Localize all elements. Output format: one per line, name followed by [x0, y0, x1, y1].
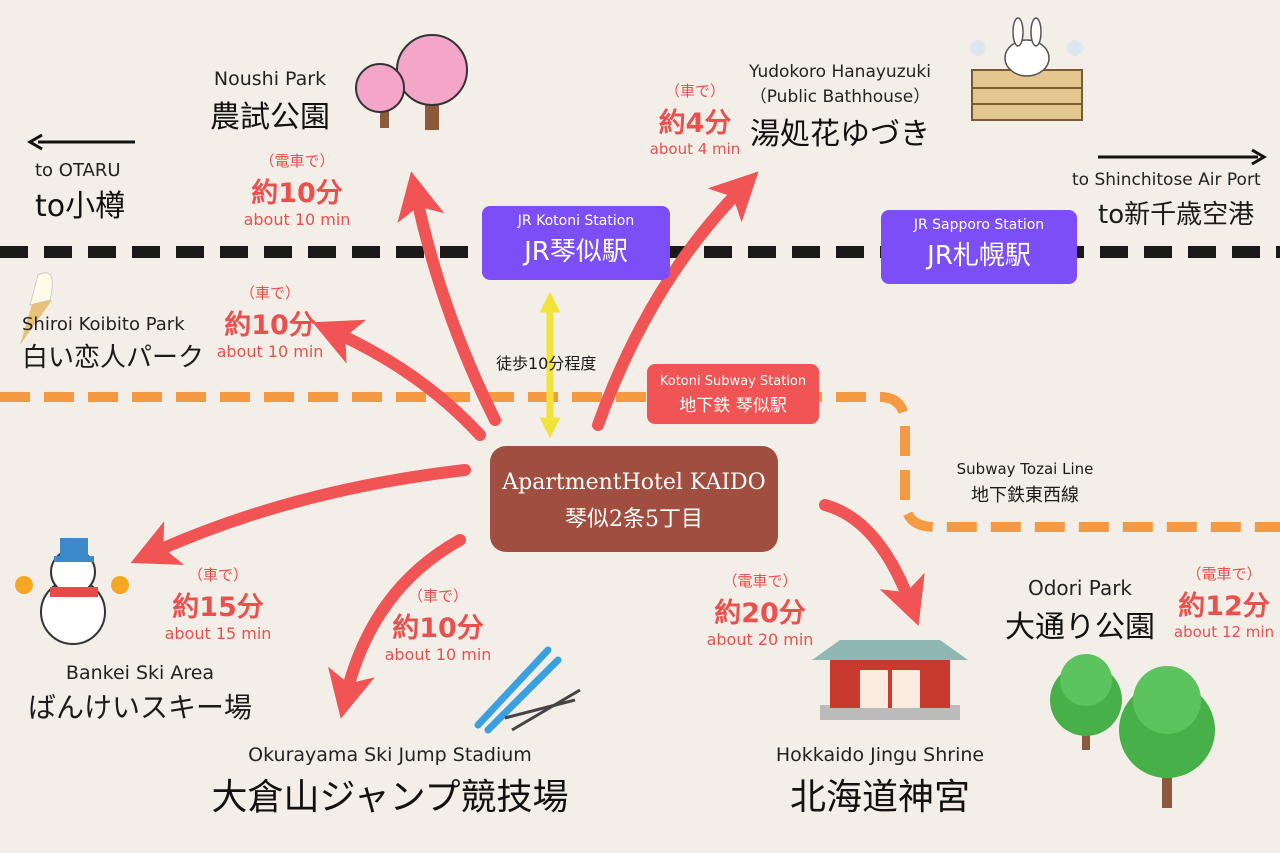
- odori-en: Odori Park: [1027, 576, 1133, 600]
- soft-serve-icon: [20, 272, 53, 345]
- yudokoro-label: Yudokoro Hanayuzuki （Public Bathhouse） 湯…: [735, 62, 945, 153]
- jingu-en: Hokkaido Jingu Shrine: [775, 744, 985, 766]
- jr-kotoni-jp: JR琴似駅: [524, 237, 628, 267]
- otaru-jp: to小樽: [35, 189, 126, 224]
- shiroi-time-jp: 約10分: [224, 310, 316, 341]
- subway-kotoni-jp: 地下鉄 琴似駅: [679, 396, 787, 416]
- green-trees-icon: [1050, 654, 1215, 808]
- bankei-jp: ばんけいスキー場: [27, 691, 252, 724]
- odori-mode: （電車で）: [1186, 565, 1262, 583]
- noushi-jp: 農試公園: [210, 100, 330, 135]
- cherry-tree-icon: [355, 34, 468, 130]
- noushi-time: （電車で） 約10分 about 10 min: [232, 150, 362, 229]
- noushi-en: Noushi Park: [213, 68, 327, 90]
- chitose-jp: to新千歳空港: [1098, 200, 1255, 230]
- odori-time-jp: 約12分: [1178, 591, 1270, 622]
- jr-kotoni-en: JR Kotoni Station: [517, 213, 635, 229]
- bankei-time-jp: 約15分: [172, 592, 264, 623]
- arrow-jingu: [819, 499, 925, 627]
- bath-rabbit-icon: [970, 17, 1083, 121]
- shrine-icon: [812, 640, 968, 720]
- yudokoro-time: （車で） 約4分 about 4 min: [645, 80, 745, 158]
- otaru-en: to OTARU: [35, 160, 121, 181]
- jingu-time: （電車で） 約20分 about 20 min: [698, 570, 822, 649]
- tozai-jp: 地下鉄東西線: [971, 485, 1079, 506]
- tozai-en: Subway Tozai Line: [956, 460, 1094, 478]
- jingu-mode: （電車で）: [722, 572, 798, 590]
- hotel-address: 琴似2条5丁目: [565, 507, 703, 532]
- odori-time-en: about 12 min: [1173, 623, 1275, 641]
- jingu-label: Hokkaido Jingu Shrine 北海道神宮: [760, 744, 1000, 820]
- skis-icon: [474, 646, 581, 734]
- shiroi-en: Shiroi Koibito Park: [22, 314, 185, 335]
- odori-jp: 大通り公園: [1005, 610, 1155, 645]
- jr-sapporo-en: JR Sapporo Station: [913, 217, 1045, 233]
- subway-kotoni-en: Kotoni Subway Station: [659, 374, 807, 389]
- bankei-time: （車で） 約15分 about 15 min: [158, 564, 278, 643]
- yudokoro-time-en: about 4 min: [649, 140, 741, 158]
- okurayama-jp: 大倉山ジャンプ競技場: [211, 777, 569, 818]
- hotel-badge: ApartmentHotel KAIDO 琴似2条5丁目: [490, 446, 778, 552]
- okurayama-time: （車で） 約10分 about 10 min: [378, 585, 498, 664]
- jr-sapporo-station: JR Sapporo Station JR札幌駅: [881, 210, 1077, 284]
- shiroi-jp: 白い恋人パーク: [22, 343, 205, 373]
- shiroi-mode: （車で）: [239, 284, 300, 302]
- okurayama-mode: （車で）: [407, 587, 468, 605]
- bankei-time-en: about 15 min: [164, 624, 272, 643]
- okurayama-label: Okurayama Ski Jump Stadium 大倉山ジャンプ競技場: [180, 744, 600, 820]
- bankei-label: Bankei Ski Area ばんけいスキー場: [20, 662, 260, 726]
- arrow-shiroi: [312, 319, 486, 441]
- snowman-icon: [15, 538, 129, 645]
- jingu-time-en: about 20 min: [706, 630, 814, 649]
- jr-kotoni-station: JR Kotoni Station JR琴似駅: [482, 206, 670, 280]
- jingu-jp: 北海道神宮: [789, 777, 970, 818]
- yudokoro-time-jp: 約4分: [658, 108, 732, 139]
- otaru-label: to OTARU to小樽: [35, 160, 125, 225]
- okurayama-time-jp: 約10分: [392, 613, 484, 644]
- bankei-en: Bankei Ski Area: [65, 662, 215, 684]
- okurayama-en: Okurayama Ski Jump Stadium: [248, 744, 532, 766]
- arrow-noushi: [397, 171, 501, 426]
- jr-sapporo-jp: JR札幌駅: [927, 241, 1031, 271]
- odori-time: （電車で） 約12分 about 12 min: [1170, 563, 1278, 641]
- shiroi-time: （車で） 約10分 about 10 min: [210, 282, 330, 361]
- arrow-okurayama: [327, 534, 466, 719]
- yudokoro-mode: （車で）: [664, 82, 725, 100]
- okurayama-time-en: about 10 min: [384, 645, 492, 664]
- jingu-time-jp: 約20分: [714, 598, 806, 629]
- chitose-en: to Shinchitose Air Port: [1072, 170, 1261, 190]
- shiroi-label: Shiroi Koibito Park 白い恋人パーク: [22, 314, 204, 374]
- subway-kotoni-station: Kotoni Subway Station 地下鉄 琴似駅: [647, 364, 819, 424]
- shiroi-time-en: about 10 min: [216, 342, 324, 361]
- chitose-label: to Shinchitose Air Port to新千歳空港: [1072, 170, 1261, 231]
- subway-tozai-line: [0, 392, 1280, 532]
- bankei-mode: （車で）: [187, 566, 248, 584]
- noushi-label: Noushi Park 農試公園: [190, 68, 350, 136]
- arrow-yudokoro: [592, 171, 759, 431]
- yudokoro-en2: （Public Bathhouse）: [749, 87, 931, 107]
- hotel-name: ApartmentHotel KAIDO: [502, 470, 766, 495]
- noushi-time-jp: 約10分: [251, 178, 343, 209]
- yudokoro-en1: Yudokoro Hanayuzuki: [749, 62, 931, 82]
- noushi-mode: （電車で）: [259, 152, 335, 170]
- noushi-time-en: about 10 min: [243, 210, 351, 229]
- walk-time: 徒歩10分程度: [496, 354, 597, 373]
- arrow-bankei: [130, 464, 471, 565]
- tozai-label: Subway Tozai Line 地下鉄東西線: [945, 460, 1105, 507]
- yudokoro-jp: 湯処花ゆづき: [750, 117, 930, 152]
- odori-label: Odori Park 大通り公園: [985, 576, 1175, 646]
